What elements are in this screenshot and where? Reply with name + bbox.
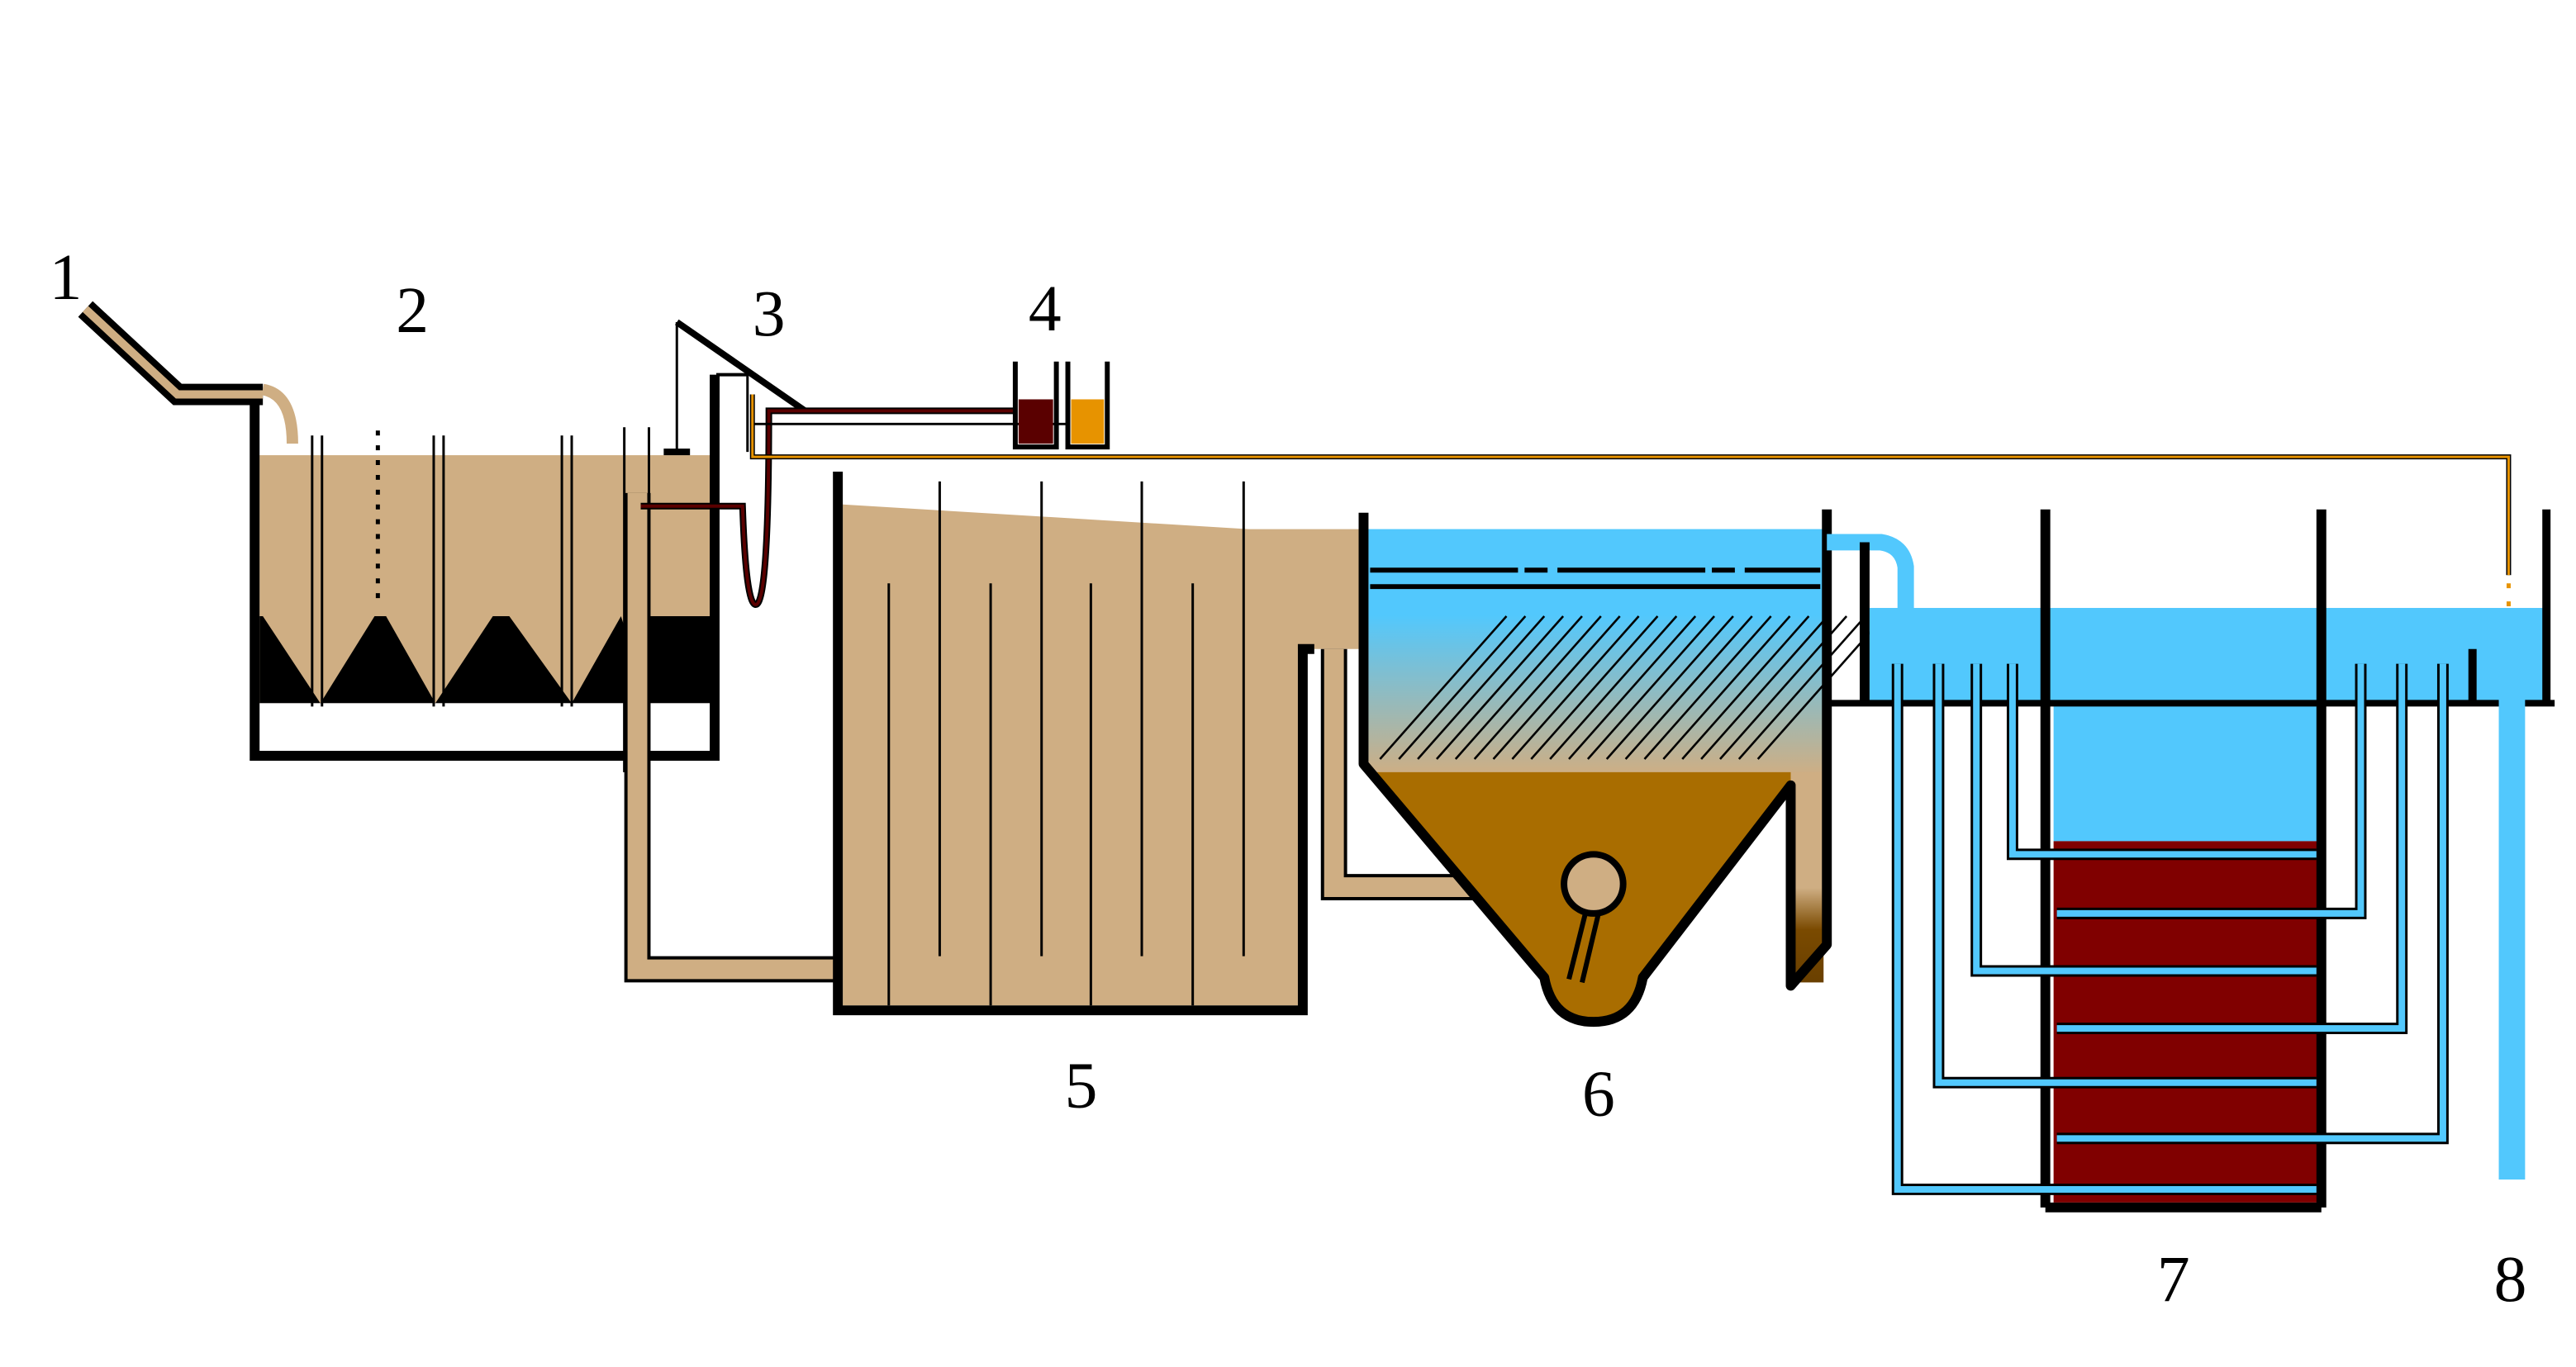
lamella-plate [1511,615,1640,760]
label-8: 8 [2494,1243,2527,1316]
flocculation-tank [833,471,1364,1016]
lamella-plate [1719,615,1848,760]
label-3: 3 [753,278,786,350]
lamella-plate [1568,615,1697,760]
filter-pipes [1891,663,2449,1195]
lamella-plate [1379,615,1508,760]
label-7: 7 [2157,1243,2190,1316]
lamella-plate [1417,615,1546,760]
dosing-device [640,319,1068,609]
lamella-plate [1643,615,1772,760]
lamella-plate [1700,615,1829,760]
lamella-plate [1586,615,1715,760]
lamella-plate [1435,615,1565,760]
lamella-plate [1530,615,1659,760]
label-4: 4 [1029,273,1062,345]
lamella-plate [1681,615,1810,760]
inlet-pipe [78,301,298,444]
lamella-plate [1549,615,1678,760]
settling-tank [1358,509,1885,1028]
lamella-plates [1379,615,1885,760]
underdrain-pipe [1894,663,2317,1193]
lamella-plate [1737,615,1866,760]
lamella-plate [1624,615,1753,760]
lamella-plate [1492,615,1621,760]
filter [1823,509,2555,1213]
lamella-plate [1605,615,1734,760]
label-5: 5 [1065,1050,1098,1123]
clean-water-overflow [1827,534,1914,704]
underdrain-pipe [2056,663,2406,1032]
underdrain-pipe [1973,663,2317,975]
underdrain-pipe [2056,663,2365,917]
underdrain-pipe [2008,663,2317,858]
lamella-plate [1662,615,1791,760]
outlet-pipe [2468,648,2526,1180]
lamella-plate [1398,615,1527,760]
underdrain-pipe [2056,663,2446,1142]
lamella-plate [1454,615,1583,760]
label-2: 2 [396,274,429,347]
lamella-plate [1473,615,1602,760]
label-6: 6 [1582,1057,1615,1130]
reagent-tanks [1012,361,1110,450]
label-1: 1 [50,241,83,314]
underdrain-pipe [1935,663,2317,1086]
pipe-grit-to-flocculation [624,492,842,983]
